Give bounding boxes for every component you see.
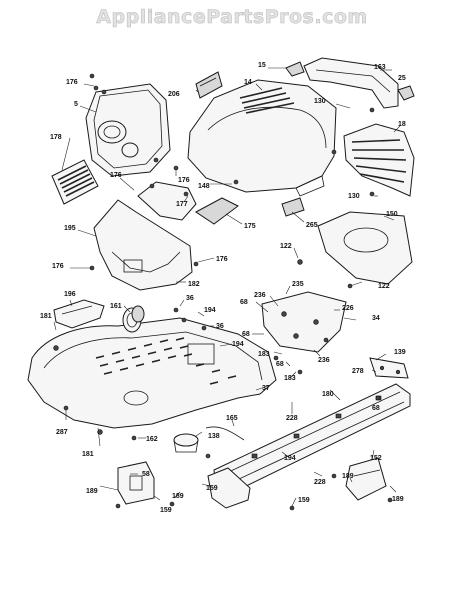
frame-rail bbox=[207, 383, 411, 509]
callout-159: 159 bbox=[206, 485, 218, 492]
callout-228: 228 bbox=[286, 415, 298, 422]
callout-162: 162 bbox=[146, 436, 158, 443]
dash-panel bbox=[85, 83, 171, 177]
callout-189: 189 bbox=[342, 473, 354, 480]
callout-150: 150 bbox=[386, 211, 398, 218]
callout-177: 177 bbox=[176, 201, 188, 208]
lower-dash bbox=[93, 199, 193, 291]
seat-cover bbox=[53, 299, 105, 329]
hitch-bracket bbox=[369, 357, 409, 379]
callout-226: 226 bbox=[342, 305, 354, 312]
bracket-206 bbox=[195, 71, 223, 99]
bracket-15 bbox=[285, 61, 305, 77]
fuel-cap bbox=[122, 305, 145, 333]
callout-130: 130 bbox=[314, 98, 326, 105]
callout-36: 36 bbox=[186, 295, 194, 302]
callout-176: 176 bbox=[66, 79, 78, 86]
callout-265: 265 bbox=[306, 222, 318, 229]
callout-18: 18 bbox=[398, 121, 406, 128]
callout-195: 195 bbox=[64, 225, 76, 232]
callout-178: 178 bbox=[50, 134, 62, 141]
side-grille bbox=[51, 159, 99, 205]
callout-34: 34 bbox=[372, 315, 380, 322]
callout-159: 159 bbox=[160, 507, 172, 514]
callout-287: 287 bbox=[56, 429, 68, 436]
callout-15: 15 bbox=[258, 62, 266, 69]
hood bbox=[187, 79, 337, 197]
callout-176: 176 bbox=[216, 256, 228, 263]
badge-25 bbox=[397, 85, 415, 101]
front-grille bbox=[343, 123, 415, 197]
callout-68: 68 bbox=[276, 361, 284, 368]
callout-165: 165 bbox=[226, 415, 238, 422]
callout-181: 181 bbox=[40, 313, 52, 320]
callout-152: 152 bbox=[370, 455, 382, 462]
callout-181: 181 bbox=[82, 451, 94, 458]
fasteners bbox=[53, 73, 393, 511]
callout-68: 68 bbox=[372, 405, 380, 412]
callout-14: 14 bbox=[244, 79, 252, 86]
callout-235: 235 bbox=[292, 281, 304, 288]
callout-58: 58 bbox=[142, 471, 150, 478]
watermark-logo: AppliancePartsPros.com bbox=[96, 6, 368, 29]
front-bumper bbox=[303, 57, 399, 109]
seat-pan bbox=[317, 211, 413, 285]
leader-lines bbox=[53, 67, 401, 507]
callout-182: 182 bbox=[188, 281, 200, 288]
callout-228: 228 bbox=[314, 479, 326, 486]
callout-163: 163 bbox=[374, 64, 386, 71]
callout-183: 183 bbox=[258, 351, 270, 358]
callout-183: 183 bbox=[284, 375, 296, 382]
mount-plate bbox=[261, 291, 347, 353]
tab-265 bbox=[281, 197, 305, 217]
callout-180: 180 bbox=[322, 391, 334, 398]
callout-278: 278 bbox=[352, 368, 364, 375]
callout-189: 189 bbox=[172, 493, 184, 500]
callout-175: 175 bbox=[244, 223, 256, 230]
bracket-58 bbox=[117, 461, 155, 505]
callout-194: 194 bbox=[284, 455, 296, 462]
cable-165 bbox=[205, 426, 245, 441]
callout-194: 194 bbox=[204, 307, 216, 314]
dash-support bbox=[137, 181, 239, 225]
callout-161: 161 bbox=[110, 303, 122, 310]
callout-36: 36 bbox=[216, 323, 224, 330]
fender-body bbox=[27, 317, 277, 429]
callout-138: 138 bbox=[208, 433, 220, 440]
callout-25: 25 bbox=[398, 75, 406, 82]
bracket-152 bbox=[345, 457, 387, 501]
callout-236: 236 bbox=[318, 357, 330, 364]
callout-176: 176 bbox=[52, 263, 64, 270]
callout-236: 236 bbox=[254, 292, 266, 299]
callout-189: 189 bbox=[86, 488, 98, 495]
callout-189: 189 bbox=[392, 496, 404, 503]
callout-130: 130 bbox=[348, 193, 360, 200]
callout-labels: 15 163 25 176 206 14 130 5 18 178 176 14… bbox=[40, 62, 406, 514]
callout-206: 206 bbox=[168, 91, 180, 98]
callout-139: 139 bbox=[394, 349, 406, 356]
callout-37: 37 bbox=[262, 385, 270, 392]
grommet bbox=[173, 433, 199, 453]
callout-196: 196 bbox=[64, 291, 76, 298]
callout-68: 68 bbox=[240, 299, 248, 306]
callout-68: 68 bbox=[242, 331, 250, 338]
callout-122: 122 bbox=[378, 283, 390, 290]
callout-122: 122 bbox=[280, 243, 292, 250]
callout-148: 148 bbox=[198, 183, 210, 190]
callout-176: 176 bbox=[110, 172, 122, 179]
callout-194: 194 bbox=[232, 341, 244, 348]
callout-159: 159 bbox=[298, 497, 310, 504]
callout-5: 5 bbox=[74, 101, 78, 108]
callout-176: 176 bbox=[178, 177, 190, 184]
